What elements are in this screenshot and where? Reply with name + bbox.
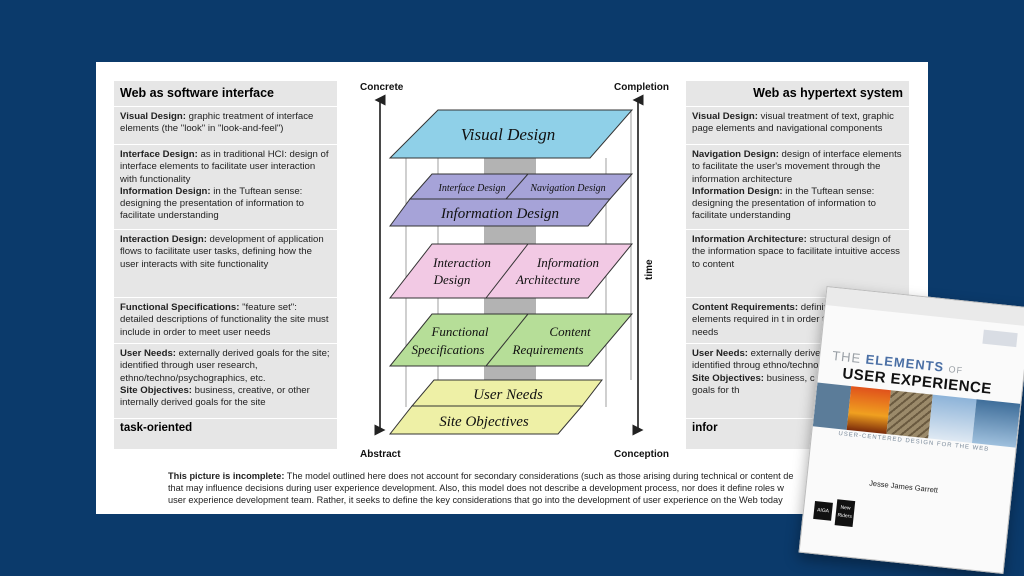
diagram-sheet: Web as software interface Visual Design:… [96,62,928,514]
right-visual-design-block: Visual Design: visual treatment of text,… [686,107,909,145]
left-interface-information-block: Interface Design: as in traditional HCI:… [114,145,337,230]
information-architecture-label-2: Architecture [515,272,580,287]
information-architecture-label-1: Information [536,255,599,270]
left-column-title: Web as software interface [114,81,337,107]
book-corner-badge [982,329,1018,348]
user-needs-label: User Needs [473,387,543,403]
left-visual-design-block: Visual Design: graphic treatment of inte… [114,107,337,145]
content-requirements-label-2: Requirements [512,342,584,357]
concrete-label: Concrete [360,82,404,93]
time-label: time [644,259,655,280]
book-author: Jesse James Garrett [868,478,939,495]
left-functional-specs-block: Functional Specifications: "feature set"… [114,298,337,344]
functional-specs-label-2: Specifications [412,342,485,357]
left-needs-objectives-block: User Needs: externally derived goals for… [114,344,337,419]
interaction-ia-plane [388,243,634,299]
content-requirements-label-1: Content [549,324,591,339]
interaction-design-label-2: Design [433,272,471,287]
functional-specs-label-1: Functional [430,324,488,339]
left-column-footer: task-oriented [120,422,193,434]
right-navigation-information-block: Navigation Design: design of interface e… [686,145,909,230]
conception-label: Conception [614,449,669,460]
visual-design-label: Visual Design [461,125,556,144]
completion-label: Completion [614,82,669,93]
site-objectives-plane [388,405,584,435]
information-design-label: Information Design [440,206,559,222]
site-objectives-label: Site Objectives [439,414,529,430]
caption: This picture is incomplete: The model ou… [168,471,794,506]
visual-design-plane [388,109,634,159]
abstract-label: Abstract [360,449,401,460]
left-column: Web as software interface Visual Design:… [114,81,337,449]
navigation-design-label: Navigation Design [529,183,605,194]
right-information-architecture-block: Information Architecture: structural des… [686,230,909,298]
book-image-earth [886,390,933,439]
book-image-sky [928,394,977,444]
book-publisher-logo-2: New Riders [834,499,856,528]
functional-content-plane [388,313,634,367]
right-column-title: Web as hypertext system [686,81,909,107]
book-image-1 [812,382,852,430]
layers-diagram: Visual Design Interface Design Navigatio… [360,82,669,460]
book-publisher-logo-1: AIGA [813,500,833,521]
information-design-plane [389,198,612,227]
book-cover: THE ELEMENTS OF USER EXPERIENCE USER-CEN… [798,285,1024,575]
interaction-design-label-1: Interaction [432,255,491,270]
functional-content-divider [485,313,529,367]
book-image-water [971,399,1021,448]
book-image-fire [846,386,892,435]
left-interaction-design-block: Interaction Design: development of appli… [114,230,337,298]
interaction-ia-divider [485,243,529,299]
interface-design-label: Interface Design [438,183,506,194]
interface-navigation-divider [505,173,529,200]
right-column-footer: infor [692,422,718,434]
book-face: THE ELEMENTS OF USER EXPERIENCE USER-CEN… [798,285,1024,575]
